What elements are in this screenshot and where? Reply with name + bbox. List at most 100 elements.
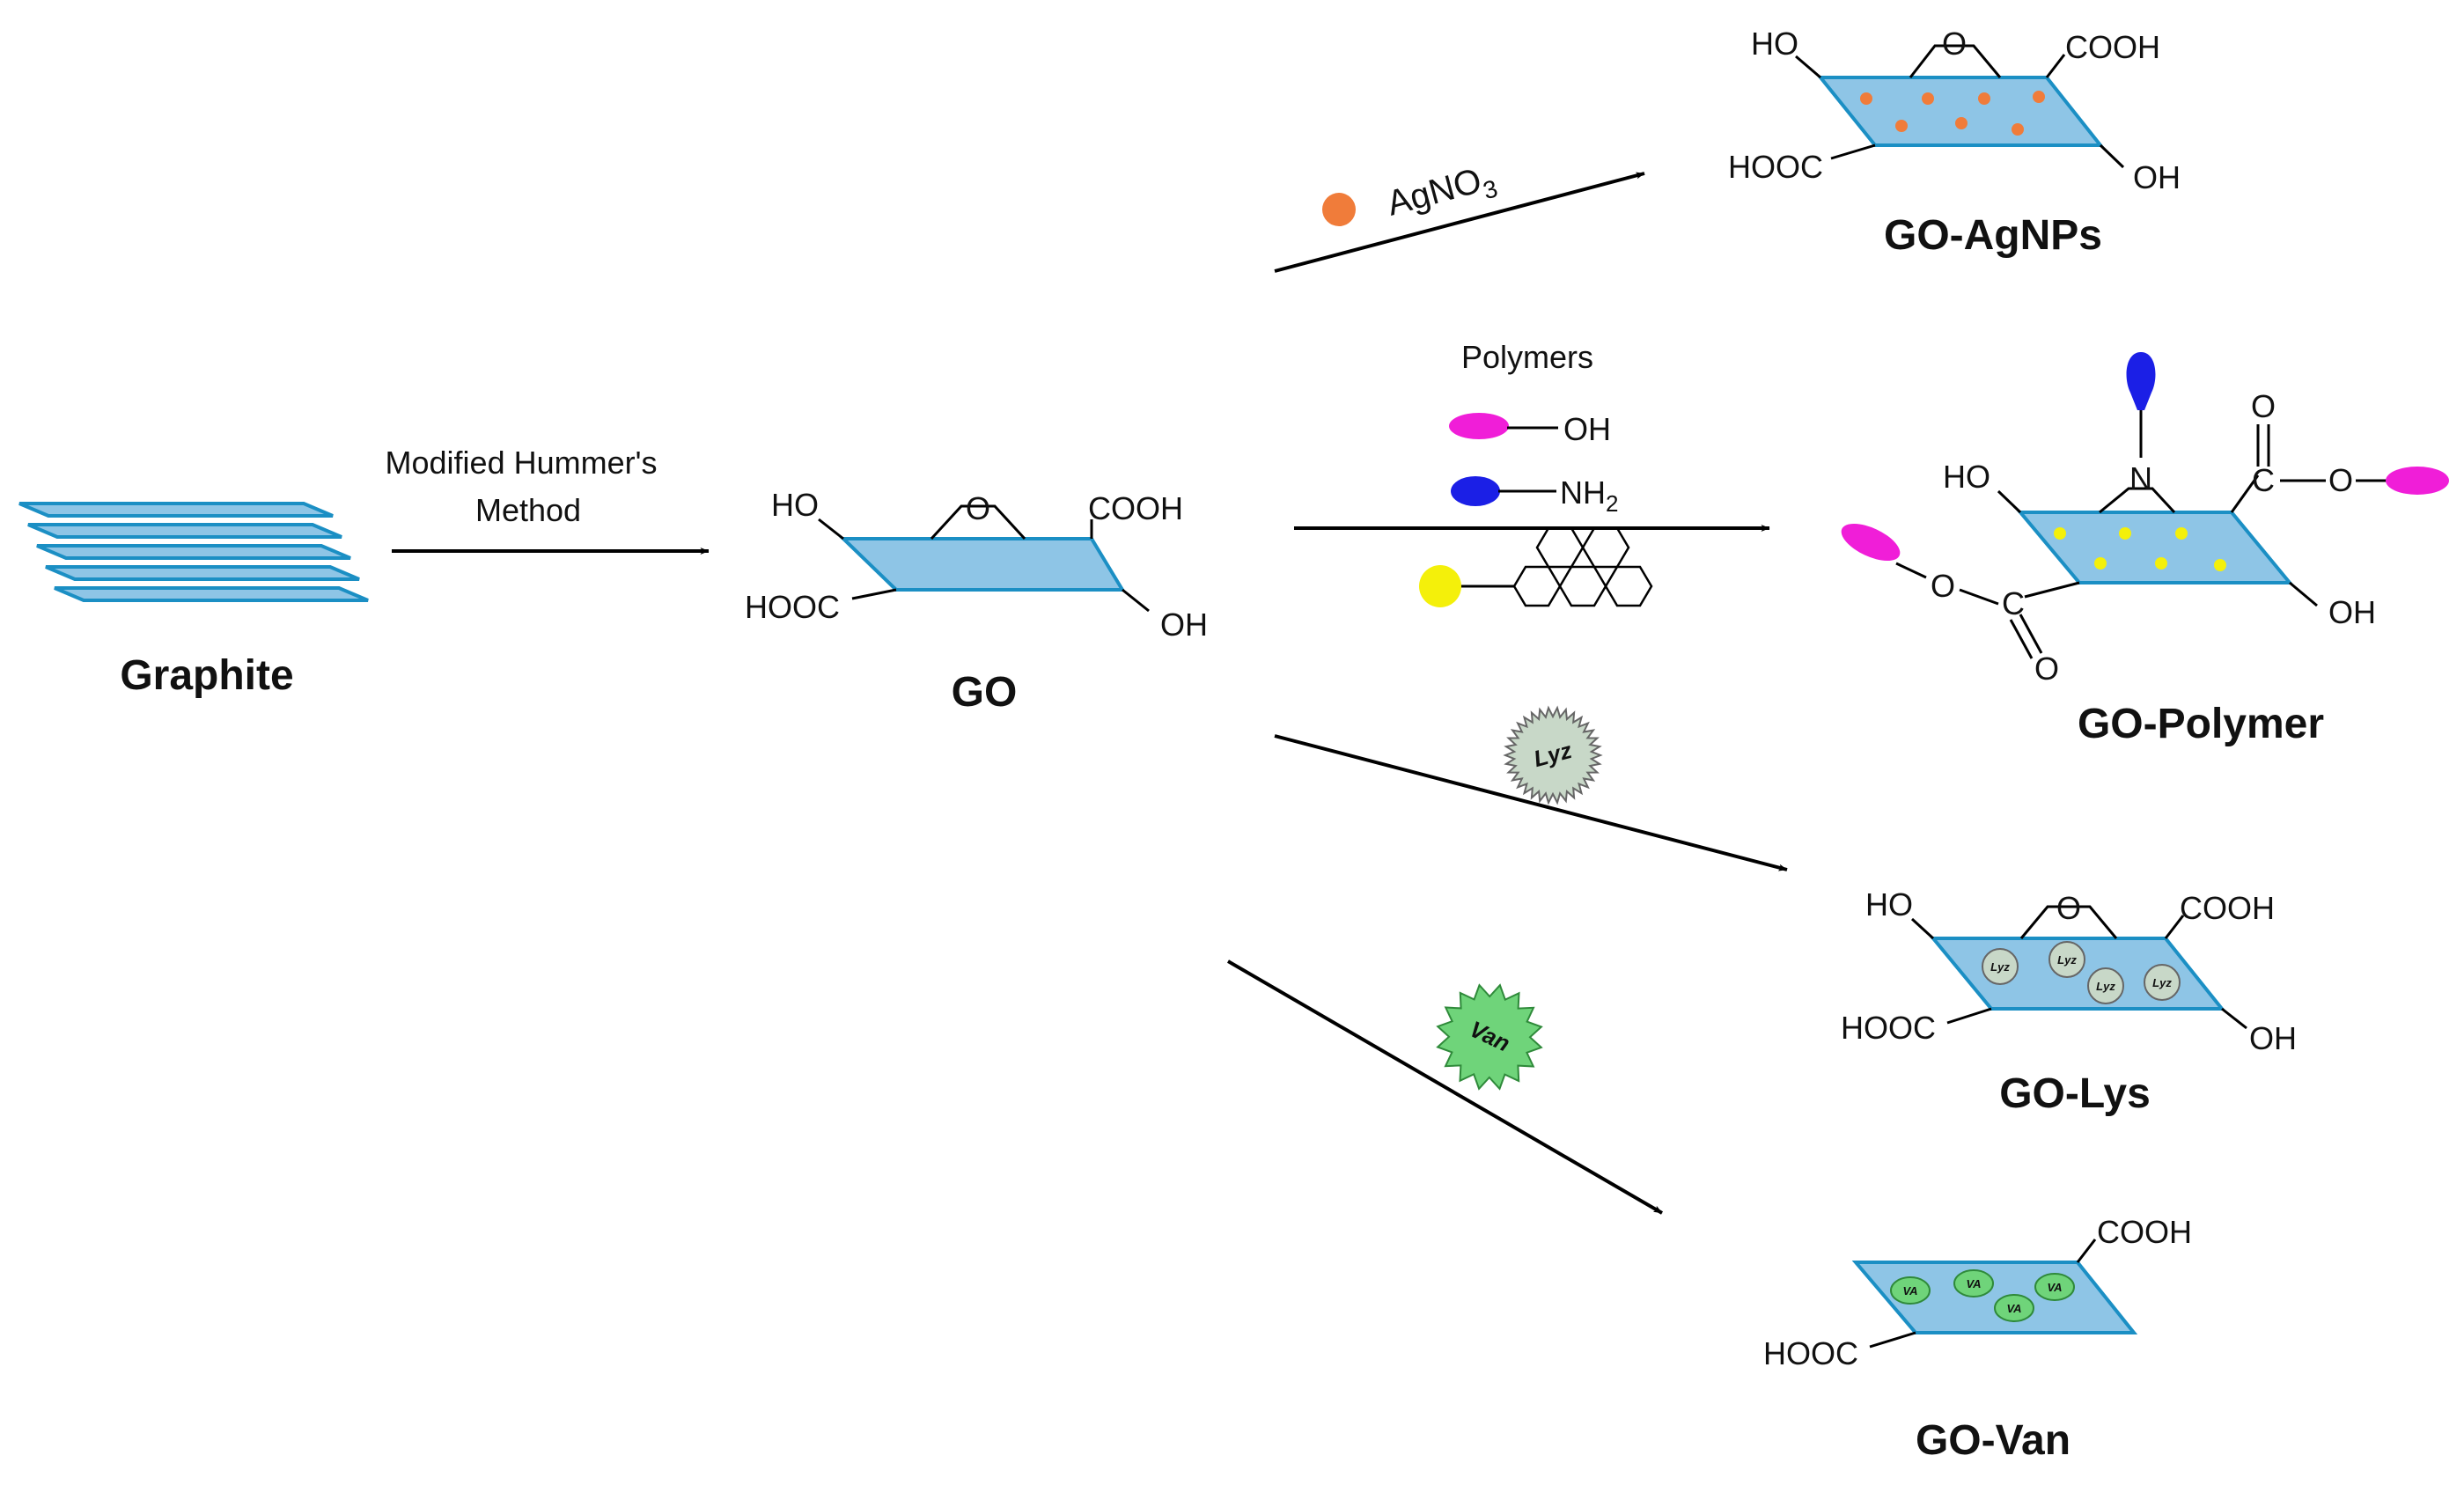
magenta-polymer-icon [1449,413,1509,439]
lys-hooc: HOOC [1841,1010,1936,1046]
polymer-bond-c-left [2024,581,2080,599]
agnps-bond-cooh [2045,54,2066,78]
silver-nanoparticle [1860,92,1872,105]
agnps-bond-ho [1795,55,1821,79]
go-label: GO [952,669,1018,716]
agnps-hooc: HOOC [1728,149,1823,185]
polymer-o-bottom: O [2034,651,2059,687]
blue-polymer-pendant [2126,352,2156,410]
polymer-carbonyl-left-a [2019,614,2043,654]
go-ho: HO [771,487,819,523]
graphite-layer [36,544,351,560]
legend-nh2: NH2 [1560,474,1618,517]
polymer-o-left: O [1931,568,1955,604]
graphite-label: Graphite [120,652,293,699]
polymer-o-ester: O [2328,462,2353,498]
go-hooc: HOOC [745,589,840,625]
go-bond-ho [818,518,844,540]
van-bond-hooc [1869,1331,1916,1349]
go-structure: HO O COOH HOOC OH [745,487,1208,643]
go-lys-structure: Lyz Lyz Lyz Lyz HO O COOH HOOC OH [1841,886,2297,1056]
van-mini-label: VA [1966,1277,1981,1290]
polymer-aziridine-bond [2099,487,2176,514]
van-badge-icon: Van [1436,983,1543,1091]
go-oh: OH [1160,606,1208,643]
lys-mini-label: Lyz [1990,960,2010,974]
van-bond-cooh [2076,1239,2097,1263]
polymer-sheet [2016,511,2294,584]
go-van-structure: VA VA VA VA COOH HOOC [1763,1214,2192,1371]
go-polymer-structure: HO N O C O O C O OH [1841,352,2449,687]
lys-mini-label: Lyz [2096,980,2115,993]
magenta-polymer-pendant-left [1841,523,1901,562]
lys-bond-cooh [2164,915,2185,939]
polymer-c-right: C [2252,462,2275,498]
go-cooh: COOH [1088,490,1183,526]
silver-nanoparticle [1895,120,1908,132]
polymers-heading: Polymers [1461,339,1593,375]
silver-particle-icon [1322,193,1356,226]
lys-cooh: COOH [2180,890,2275,926]
arrow-go-to-agnps [1274,172,1645,273]
silver-nanoparticle [1978,92,1990,105]
lys-epoxide-o: O [2056,890,2081,926]
lys-bond-hooc [1946,1007,1992,1025]
lys-bond-oh [2221,1007,2247,1030]
pyrene-dot [2155,557,2167,570]
agnps-oh: OH [2133,159,2181,195]
pyrene-dot [2054,527,2066,540]
lys-mini-badges: Lyz Lyz Lyz Lyz [1982,941,2181,1004]
van-mini-label: VA [2006,1302,2021,1315]
lys-epoxide-bond [2019,905,2118,939]
legend-oh: OH [1563,411,1611,447]
van-mini-label: VA [1902,1284,1917,1298]
lyz-badge-star [1503,705,1603,805]
van-badge-star [1436,983,1543,1091]
go-polymer-label: GO-Polymer [2078,701,2324,747]
van-cooh: COOH [2097,1214,2192,1250]
step1-label-line2: Method [475,492,581,528]
polymer-ho: HO [1943,459,1990,495]
graphite-stack [18,502,369,602]
lys-bond-ho [1910,917,1935,940]
polymer-bond-ho [1997,489,2022,514]
arrow-go-to-van [1226,959,1664,1215]
polymer-c-left: C [2002,585,2025,621]
agnps-cooh: COOH [2065,29,2160,65]
pyrene-dot [2175,527,2188,540]
go-van-label: GO-Van [1916,1417,2070,1464]
go-epoxide-o: O [966,490,990,526]
agno3-label: AgNO3 [1383,158,1500,229]
lys-ho: HO [1865,886,1913,923]
agnps-ho: HO [1751,26,1798,62]
polymer-n: N [2129,460,2152,496]
go-bond-hooc [851,588,897,600]
go-bond-oh [1122,588,1150,613]
lys-mini-label: Lyz [2152,976,2172,989]
polymer-ester-bond-left-2 [1895,562,1927,579]
lys-oh: OH [2249,1020,2297,1056]
lys-mini-label: Lyz [2057,953,2077,967]
agnps-sheet [1816,76,2105,147]
silver-nanoparticle [1922,92,1934,105]
polymer-oh-right: OH [2328,594,2376,630]
pyrene-dot [2119,527,2131,540]
graphite-layer [27,523,342,539]
step1-label-line1: Modified Hummer's [386,445,658,481]
pyrene-dot [2214,559,2226,571]
graphite-layer [54,586,369,602]
van-hooc: HOOC [1763,1335,1858,1371]
polymer-carbonyl-left-b [2009,619,2034,659]
yellow-pyrene-icon [1419,565,1461,607]
agnps-epoxide-o: O [1942,26,1967,62]
agnps-bond-oh [2099,143,2125,169]
go-sheet [839,537,1126,592]
pyrene-dot [2094,557,2107,570]
blue-polymer-icon [1451,476,1500,506]
silver-nanoparticle [2033,91,2045,103]
pyrene-icon [1512,526,1653,607]
silver-nanoparticle [1955,117,1968,129]
magenta-polymer-pendant-right [2386,467,2449,495]
polymer-bond-c-right [2230,474,2260,513]
